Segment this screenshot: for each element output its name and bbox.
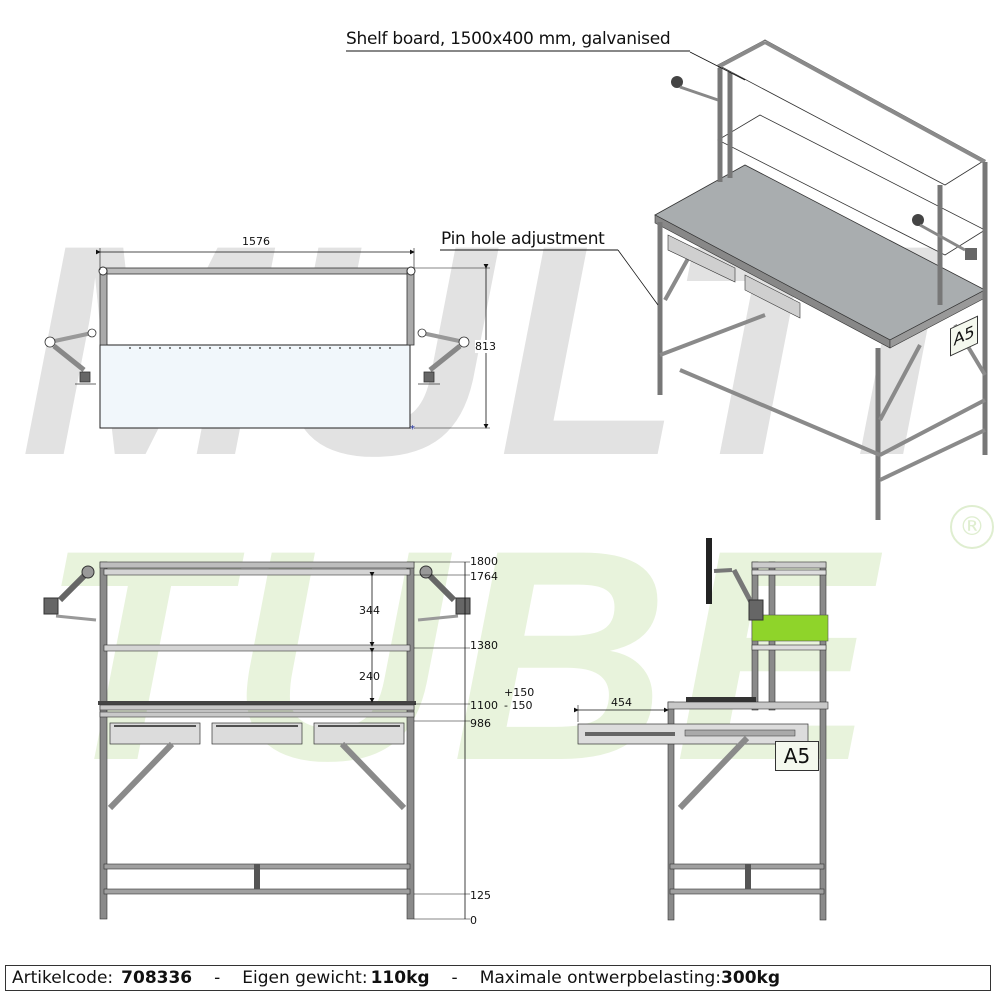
side-a5-label: A5 <box>775 741 819 771</box>
svg-text:*: * <box>410 424 415 435</box>
weight-value: 110kg <box>370 968 430 988</box>
top-width-dimension: 1576 <box>242 235 270 248</box>
front-view <box>43 561 471 920</box>
max-load-value: 300kg <box>721 968 781 988</box>
height-1380: 1380 <box>470 639 498 652</box>
separator: - <box>214 968 221 988</box>
height-986: 986 <box>470 717 491 730</box>
adjust-plus: +150 <box>504 686 535 699</box>
height-0: 0 <box>470 914 477 927</box>
watermark-tube: TUBE <box>40 487 881 823</box>
extension-dimension: 454 <box>611 696 632 709</box>
separator: - <box>451 968 458 988</box>
pin-hole-callout: Pin hole adjustment <box>441 229 605 249</box>
height-1764: 1764 <box>470 570 498 583</box>
registered-mark-icon: ® <box>950 505 994 549</box>
isometric-view <box>617 39 988 520</box>
shelf-board-callout: Shelf board, 1500x400 mm, galvanised <box>346 29 671 49</box>
spec-footer: Artikelcode: 708336 - Eigen gewicht: 110… <box>5 965 991 991</box>
height-125: 125 <box>470 889 491 902</box>
top-view: * <box>44 248 490 435</box>
side-view <box>574 538 829 921</box>
adjust-minus: - 150 <box>504 699 533 712</box>
height-1100: 1100 <box>470 699 498 712</box>
max-load-label: Maximale ontwerpbelasting: <box>479 968 722 988</box>
article-code-value: 708336 <box>121 968 193 988</box>
top-depth-dimension: 813 <box>475 340 496 353</box>
gap-lower-dimension: 240 <box>359 670 380 683</box>
article-code-label: Artikelcode: <box>12 968 114 988</box>
height-1800: 1800 <box>470 555 498 568</box>
gap-upper-dimension: 344 <box>359 604 380 617</box>
weight-label: Eigen gewicht: <box>242 968 368 988</box>
